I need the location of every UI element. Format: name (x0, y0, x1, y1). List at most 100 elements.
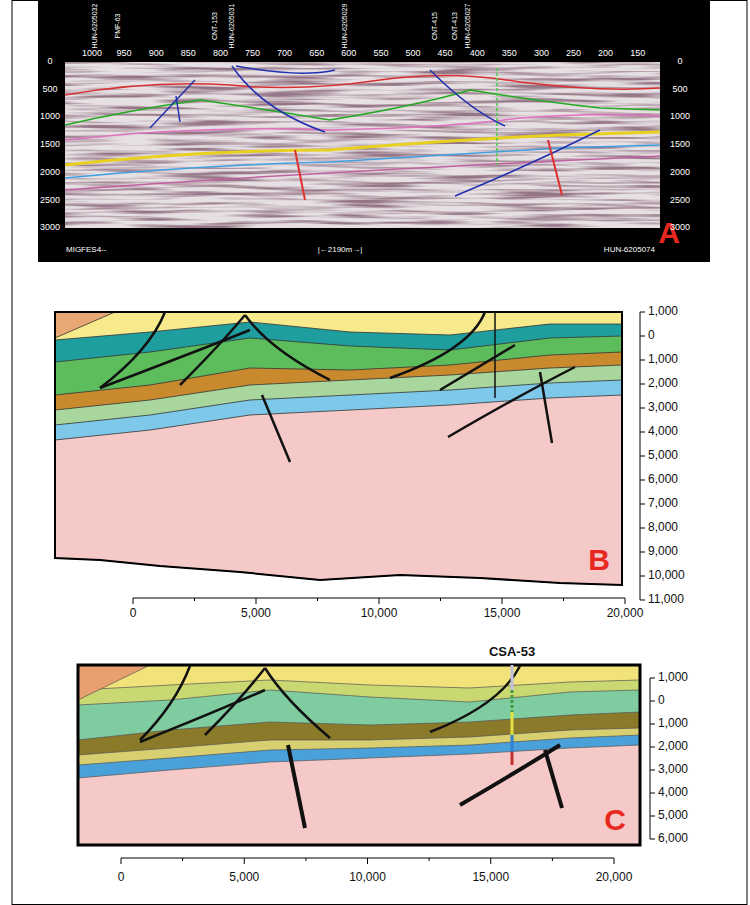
axis-number: 350 (502, 49, 517, 59)
fault-line (440, 345, 515, 390)
fault-line (455, 130, 600, 196)
axis-number: 1500 (40, 140, 60, 150)
fault-line (245, 315, 330, 380)
axis-number: 1,000 (648, 305, 678, 318)
layer (78, 665, 640, 740)
axis-number: 300 (534, 49, 549, 59)
axis-number: 450 (438, 49, 453, 59)
horizon-line (65, 90, 660, 125)
axis-number: 0 (648, 329, 655, 342)
horizon-line (65, 145, 660, 178)
fault-line (288, 745, 305, 828)
fault-line (140, 666, 190, 740)
fault-line (295, 150, 305, 200)
axis-number: 3000 (670, 223, 690, 233)
well-name: PMF-63 (114, 14, 122, 39)
well-name: CSA-53 (489, 645, 535, 659)
layer (55, 312, 622, 395)
faults-b (100, 312, 575, 462)
well-name: CNT-413 (451, 12, 459, 40)
fault-line (176, 96, 180, 122)
axis-number: 500 (42, 85, 57, 95)
panel-letter: C (604, 805, 626, 835)
axis-number: 500 (672, 85, 687, 95)
fault-line (430, 70, 505, 126)
axis-number: 250 (566, 49, 581, 59)
panel-ground (38, 0, 710, 262)
layer (55, 312, 115, 338)
layer (78, 665, 640, 778)
axis-number: 950 (117, 49, 132, 59)
axis-number: 11,000 (648, 593, 684, 606)
axis-number: 650 (309, 49, 324, 59)
axis-number: 0 (130, 607, 137, 620)
well-segment (511, 712, 514, 735)
axis-number: 2000 (40, 168, 60, 178)
well-segment (511, 752, 514, 765)
axis-number: 5,000 (648, 449, 678, 462)
well-name: HUN-6205031 (228, 4, 236, 49)
layer (55, 312, 622, 425)
depth-axis (650, 678, 655, 839)
fault-line (100, 330, 250, 388)
axis-number: 500 (405, 49, 420, 59)
seismic-section (38, 0, 710, 262)
layer (55, 312, 622, 410)
fault-line (236, 66, 335, 73)
axis-number: 400 (470, 49, 485, 59)
cross-section-c (78, 665, 640, 845)
well-path (496, 68, 498, 165)
seismic-ground (65, 62, 660, 228)
axis-number: 7,000 (648, 497, 678, 510)
fault-line (150, 80, 195, 128)
horizons (65, 75, 660, 190)
axis-number: 0 (118, 871, 125, 884)
horizon-line (65, 156, 660, 190)
basement (55, 312, 622, 585)
well-name: HUN-6205032 (91, 4, 99, 49)
layer (78, 665, 640, 755)
panel: C (78, 665, 640, 845)
axis-number: 900 (149, 49, 164, 59)
axis-number: 2,000 (658, 740, 688, 753)
line-name: MIGFES4-- (66, 246, 106, 255)
axis-number: 5,000 (229, 871, 259, 884)
fault-line (548, 140, 562, 195)
axis-number: 20,000 (596, 871, 633, 884)
well-name: HUN-6205027 (464, 4, 472, 49)
axis-number: 4,000 (648, 425, 678, 438)
fault-line (232, 66, 325, 132)
axis-number: 850 (181, 49, 196, 59)
faults-c (140, 666, 562, 828)
fault-line (140, 690, 265, 742)
layer (78, 665, 640, 690)
axis-number: 700 (277, 49, 292, 59)
fault-line (265, 668, 330, 738)
fault-line (390, 312, 485, 378)
axis-number: 15,000 (484, 607, 521, 620)
axis-number: 800 (213, 49, 228, 59)
well-log (511, 665, 514, 765)
axis-number: 1000 (670, 112, 690, 122)
distance-axis (121, 858, 614, 864)
axis-number: 1500 (670, 140, 690, 150)
axes-c (121, 678, 655, 864)
basement (78, 665, 640, 845)
axis-number: 15,000 (472, 871, 509, 884)
well-name: CNT-153 (211, 12, 219, 40)
axis-number: 1,000 (658, 671, 688, 684)
layer (78, 665, 640, 705)
axis-number: 2500 (670, 196, 690, 206)
axis-number: 3,000 (648, 401, 678, 414)
axis-number: 2000 (670, 168, 690, 178)
distance-axis (133, 598, 625, 604)
axis-number: 5,000 (241, 607, 271, 620)
layer (78, 665, 150, 700)
axis-number: 6,000 (658, 832, 688, 845)
figure-frame (12, 1, 747, 905)
depth-axis (640, 312, 645, 600)
panel: B (55, 312, 622, 587)
axis-number: 20,000 (607, 607, 644, 620)
